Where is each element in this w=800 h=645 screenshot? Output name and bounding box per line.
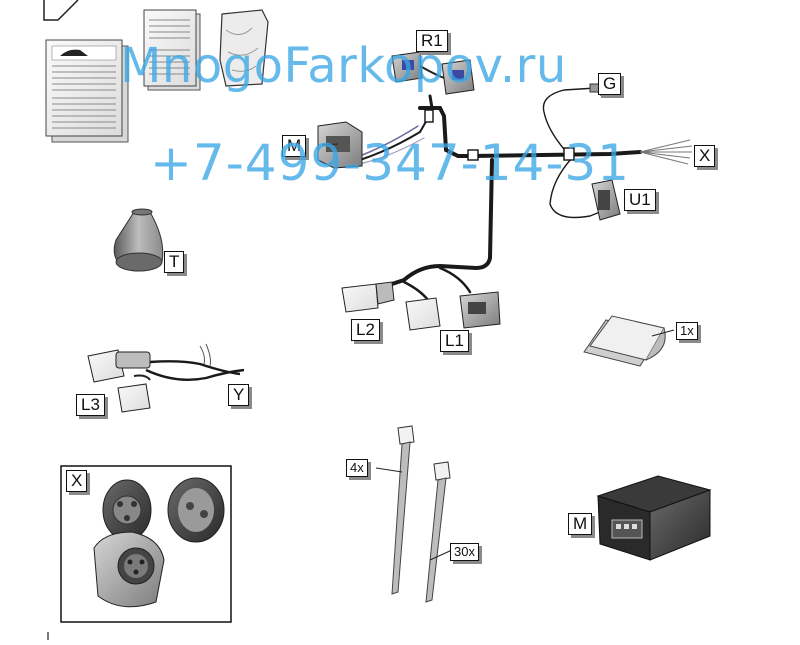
l2-connector — [341, 281, 395, 313]
cable-harness — [359, 87, 642, 302]
wire-ends — [639, 139, 693, 165]
label-m-connector: M — [282, 135, 307, 157]
instruction-booklet — [45, 39, 129, 143]
label-r1: R1 — [416, 30, 448, 52]
page-corner — [43, 0, 79, 21]
label-tie-small-qty: 4x — [346, 459, 368, 477]
m-connector — [317, 121, 363, 169]
l1-connector-pair — [405, 291, 501, 331]
socket-box — [60, 465, 232, 623]
adhesive-sheet — [583, 315, 666, 367]
label-t: T — [164, 251, 185, 273]
r1-connector-pair — [391, 51, 475, 95]
label-tie-large-qty: 30x — [450, 543, 479, 561]
harness-splice — [424, 109, 575, 161]
certificate-sheet — [143, 9, 201, 91]
label-sheet-qty: 1x — [676, 322, 698, 340]
rubber-grommet — [113, 208, 164, 272]
cable-tie-small — [391, 425, 415, 595]
label-l1: L1 — [440, 330, 469, 352]
label-x-wire: X — [694, 145, 716, 167]
label-l2: L2 — [351, 319, 380, 341]
label-leader-lines — [321, 143, 675, 561]
label-u1: U1 — [624, 189, 656, 211]
label-x-box: X — [66, 470, 88, 492]
label-m-module: M — [568, 513, 593, 535]
cable-tie-large — [425, 461, 451, 603]
plastic-bag — [219, 9, 269, 87]
label-y: Y — [228, 384, 250, 406]
control-module — [596, 475, 712, 561]
label-g: G — [598, 73, 622, 95]
u1-connector — [591, 179, 621, 221]
label-l3: L3 — [76, 394, 105, 416]
l3-adapter-cable — [87, 343, 245, 413]
